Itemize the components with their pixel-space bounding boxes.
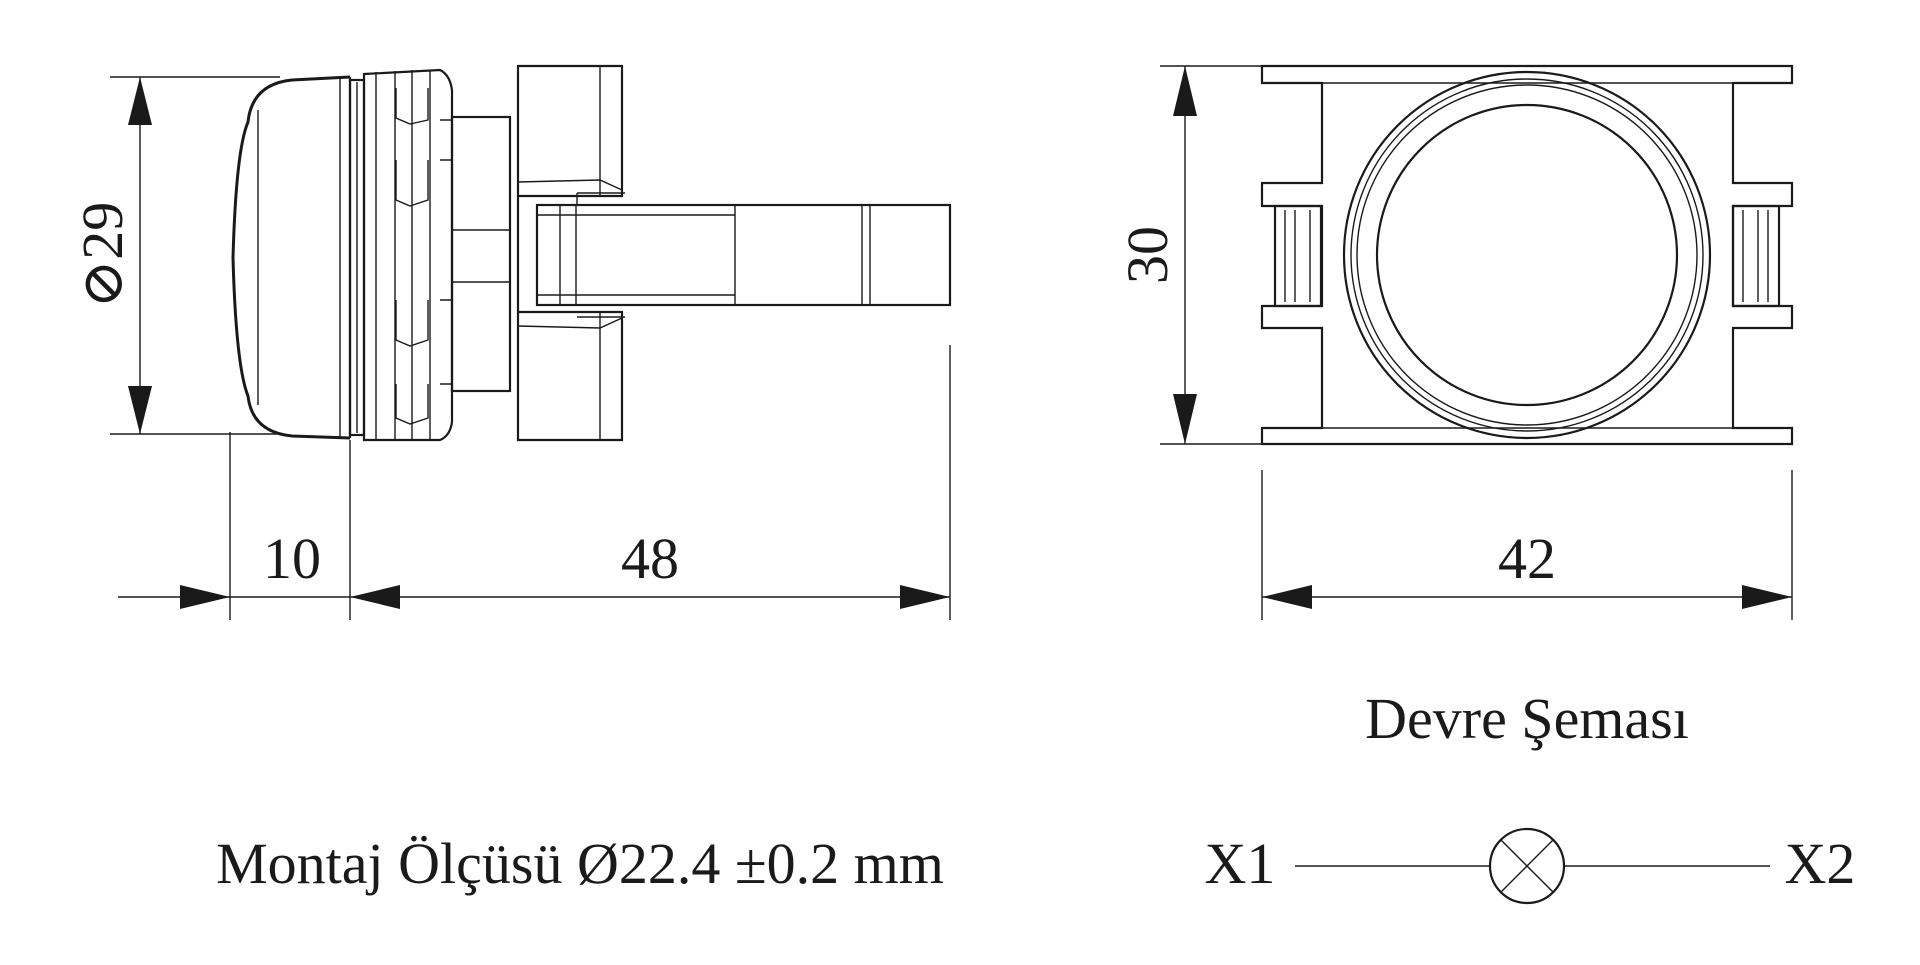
clip-right	[1731, 204, 1781, 308]
neck	[450, 115, 512, 393]
height-value: 30	[1115, 226, 1180, 284]
circuit-title: Devre Şeması	[1365, 686, 1689, 751]
length-dimensions: 10 48	[118, 345, 951, 620]
fixing-nut	[516, 64, 624, 442]
mounting-dimension-note: Montaj Ölçüsü Ø22.4 ±0.2 mm	[216, 831, 944, 896]
front-body	[1260, 64, 1794, 446]
body-length-value: 48	[621, 526, 679, 591]
front-view: 30 42	[1115, 64, 1794, 620]
clip-left	[1273, 204, 1323, 308]
lamp-holder	[535, 203, 952, 307]
diameter-dimension: ⊘29	[70, 76, 280, 435]
lens-dome	[231, 75, 351, 440]
terminal-x2: X2	[1785, 831, 1856, 896]
front-length-value: 10	[263, 526, 321, 591]
terminal-x1: X1	[1205, 831, 1276, 896]
side-view: ⊘29 10 48	[70, 64, 952, 620]
width-dimension: 42	[1261, 470, 1793, 620]
circuit-diagram: Devre Şeması X1 X2	[1205, 686, 1856, 905]
lamp-symbol	[1488, 827, 1566, 905]
width-value: 42	[1498, 526, 1556, 591]
flange-ring	[362, 68, 454, 442]
lens-outer-ring	[1342, 70, 1712, 440]
height-dimension: 30	[1115, 65, 1262, 445]
lens-inner	[1375, 103, 1679, 407]
diameter-value: ⊘29	[70, 202, 135, 309]
